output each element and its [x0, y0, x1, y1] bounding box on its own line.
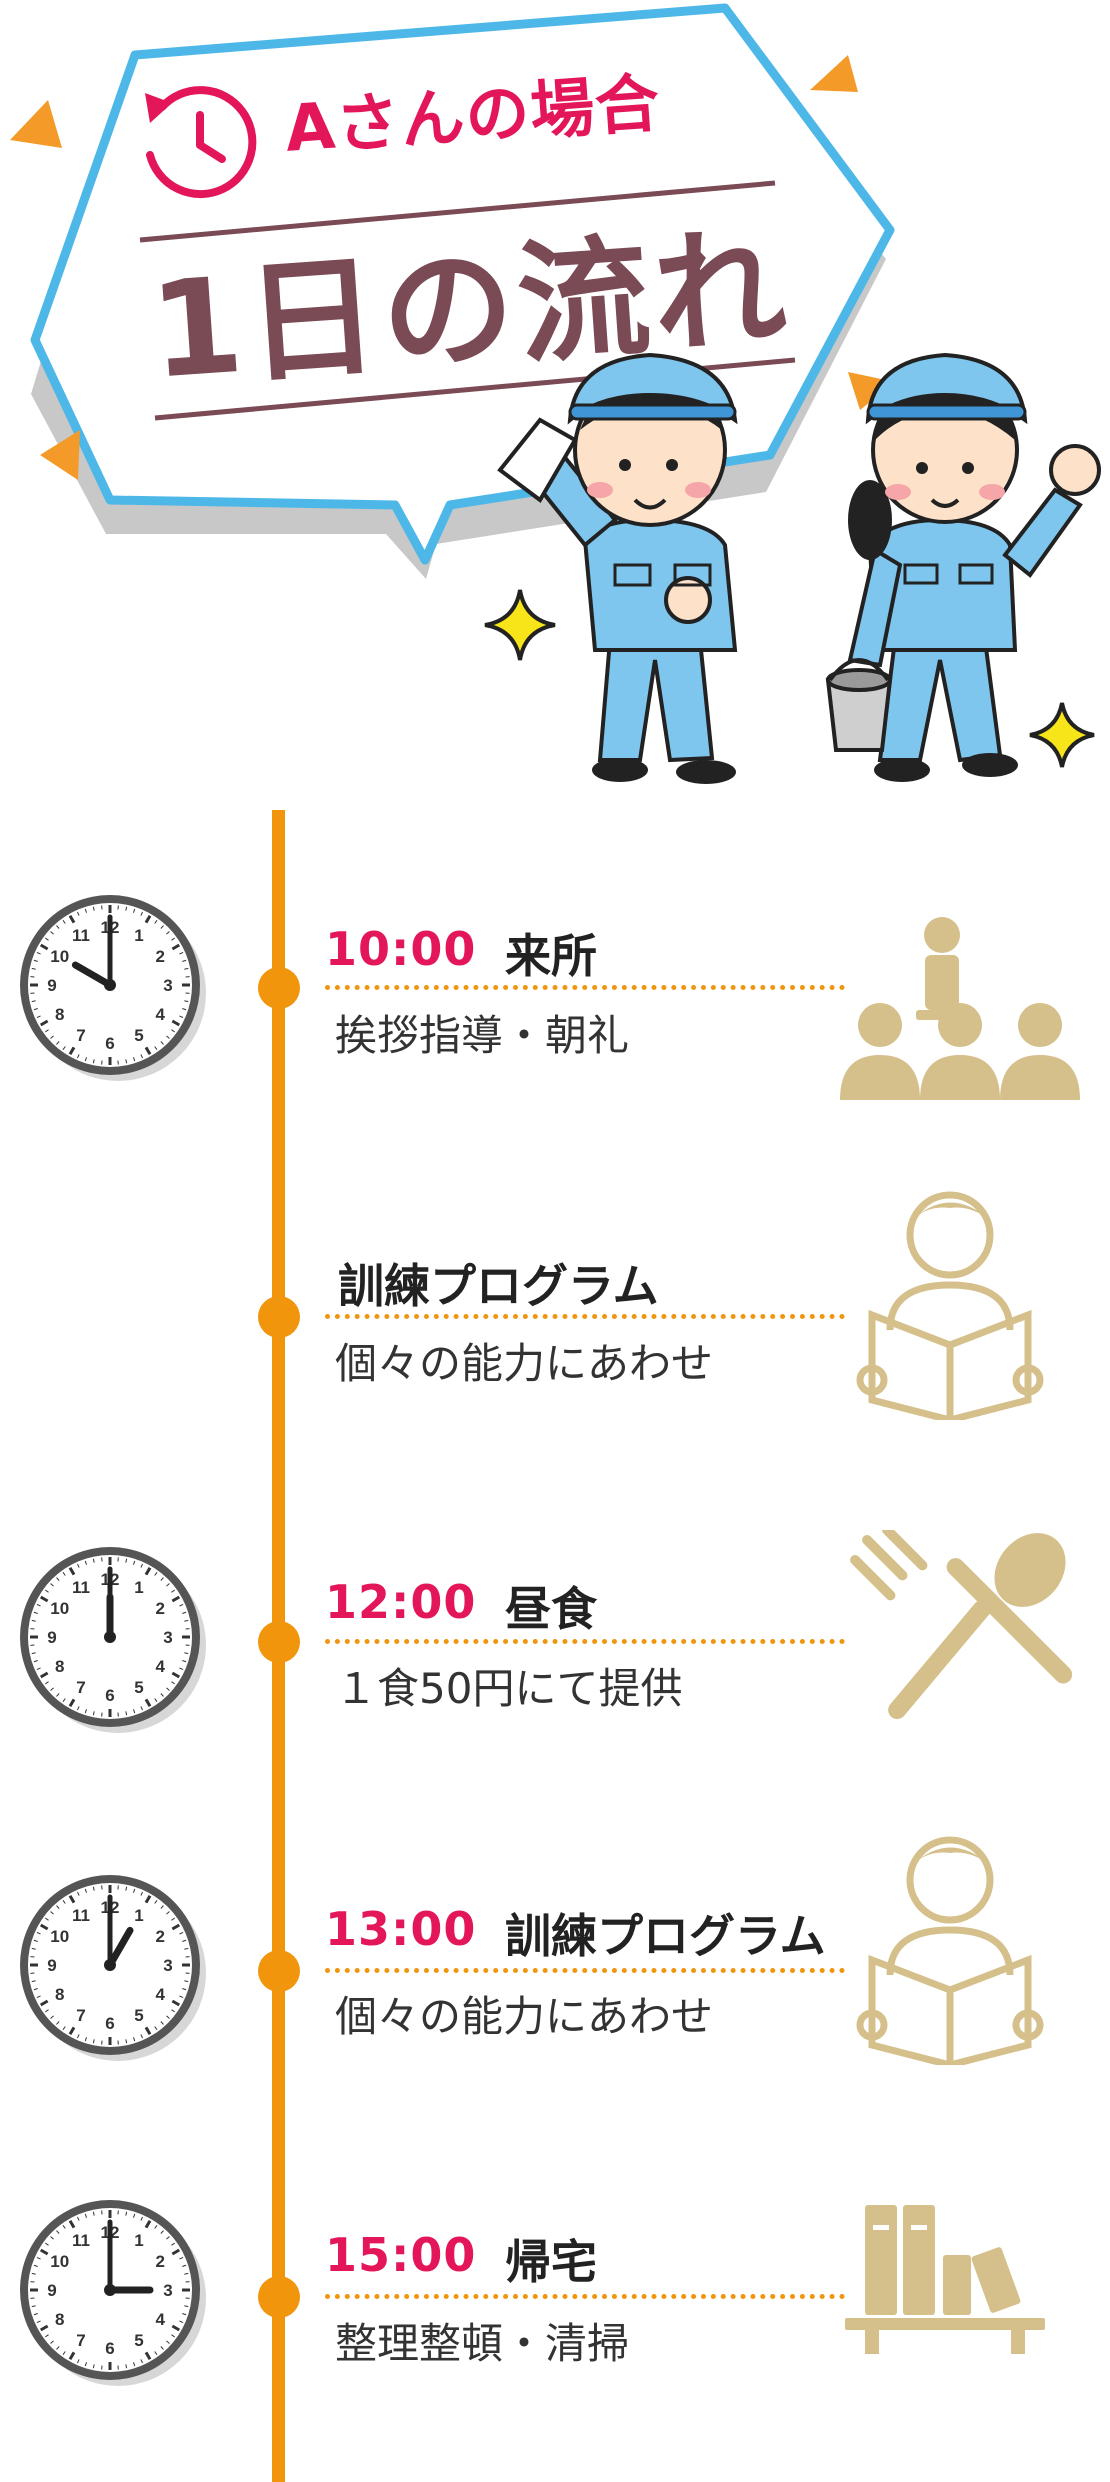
- clock-numeral: 4: [155, 1005, 165, 1024]
- worker-woman-illustration: [825, 352, 1101, 782]
- clock-numeral: 7: [76, 1026, 85, 1045]
- clock-numeral: 8: [55, 1005, 64, 1024]
- clock-numeral: 9: [47, 1628, 56, 1647]
- clock-numeral: 10: [50, 947, 69, 966]
- clock-numeral: 3: [163, 1628, 172, 1647]
- entry-label: 訓練プログラム: [505, 1909, 826, 1963]
- entry-description: 整理整頓・清掃: [335, 2319, 630, 2368]
- clock-history-icon: [145, 86, 257, 199]
- clock-numeral: 11: [72, 1906, 90, 1925]
- timeline-dot: [258, 1296, 300, 1338]
- clock-numeral: 2: [155, 2252, 164, 2271]
- clock-hour-hand: [71, 961, 114, 989]
- dotted-divider: [325, 1639, 845, 1644]
- clock-numeral: 9: [47, 976, 56, 995]
- clock-numeral: 2: [155, 1599, 164, 1618]
- reading-person-icon: [856, 1191, 1044, 1420]
- clock-numeral: 7: [76, 2331, 85, 2350]
- header: Aさんの場合 1日の流れ: [0, 0, 1110, 800]
- bookshelf-icon: [845, 2205, 1045, 2354]
- worker-man-illustration: [497, 352, 738, 784]
- clock-numeral: 6: [105, 1686, 114, 1705]
- clock-numeral: 1: [134, 926, 143, 945]
- clock-numeral: 4: [155, 2310, 165, 2329]
- clock-numeral: 11: [72, 1578, 90, 1597]
- dotted-divider: [325, 985, 845, 990]
- reading-person-icon: [856, 1836, 1044, 2065]
- clock-numeral: 5: [134, 2331, 143, 2350]
- clock-numeral: 4: [155, 1657, 165, 1676]
- entry-label: 来所: [505, 929, 597, 983]
- entry-time: 12:00: [325, 1575, 477, 1629]
- clock-numeral: 9: [47, 2281, 56, 2300]
- timeline-dot: [258, 967, 300, 1009]
- entry-time: 13:00: [325, 1902, 477, 1956]
- clock-numeral: 11: [72, 926, 90, 945]
- clock-numeral: 3: [163, 976, 172, 995]
- timeline-dot: [258, 1950, 300, 1992]
- clock-numeral: 8: [55, 2310, 64, 2329]
- clock-numeral: 2: [155, 947, 164, 966]
- entry-description: 挨拶指導・朝礼: [335, 1011, 630, 1060]
- entry-description: 個々の能力にあわせ: [335, 1992, 714, 2041]
- clock-numeral: 1: [134, 2231, 143, 2250]
- header-illustration: [10, 3, 1101, 784]
- clock-numeral: 10: [50, 1599, 69, 1618]
- dotted-divider: [325, 1968, 845, 1973]
- dotted-divider: [325, 2294, 845, 2299]
- clock-numeral: 7: [76, 1678, 85, 1697]
- clock-numeral: 11: [72, 2231, 90, 2250]
- clock-numeral: 4: [155, 1985, 165, 2004]
- clock-numeral: 6: [105, 2339, 114, 2358]
- clock-numeral: 2: [155, 1927, 164, 1946]
- clock-numeral: 9: [47, 1956, 56, 1975]
- entry-label: 訓練プログラム: [338, 1259, 659, 1313]
- clock-numeral: 7: [76, 2006, 85, 2025]
- clock-numeral: 3: [163, 1956, 172, 1975]
- entry-description: 個々の能力にあわせ: [335, 1339, 714, 1388]
- entry-description: １食50円にて提供: [335, 1664, 683, 1713]
- entry-label: 帰宅: [505, 2235, 597, 2289]
- clock-numeral: 6: [105, 2014, 114, 2033]
- fork-spoon-icon: [850, 1530, 1073, 1720]
- clock-numeral: 1: [134, 1578, 143, 1597]
- clock-numeral: 10: [50, 1927, 69, 1946]
- clock-numeral: 5: [134, 2006, 143, 2025]
- clock-numeral: 5: [134, 1678, 143, 1697]
- clock-numeral: 8: [55, 1985, 64, 2004]
- clock-numeral: 10: [50, 2252, 69, 2271]
- sparkle-icon: [1029, 702, 1095, 768]
- entry-time: 15:00: [325, 2228, 477, 2282]
- decor-triangles: [10, 55, 895, 480]
- schedule-entry: 訓練プログラム 個々の能力にあわせ: [0, 1191, 1110, 1430]
- clock-numeral: 1: [134, 1906, 143, 1925]
- clock-numeral: 6: [105, 1034, 114, 1053]
- entry-time: 10:00: [325, 922, 477, 976]
- meeting-icon: [840, 917, 1080, 1100]
- dotted-divider: [325, 1314, 845, 1319]
- clock-numeral: 5: [134, 1026, 143, 1045]
- clock-hour-hand: [106, 1926, 134, 1969]
- sparkle-icon: [484, 589, 556, 661]
- timeline-dot: [258, 2276, 300, 2318]
- clock-numeral: 3: [163, 2281, 172, 2300]
- timeline-dot: [258, 1621, 300, 1663]
- clock-numeral: 8: [55, 1657, 64, 1676]
- entry-label: 昼食: [505, 1582, 597, 1636]
